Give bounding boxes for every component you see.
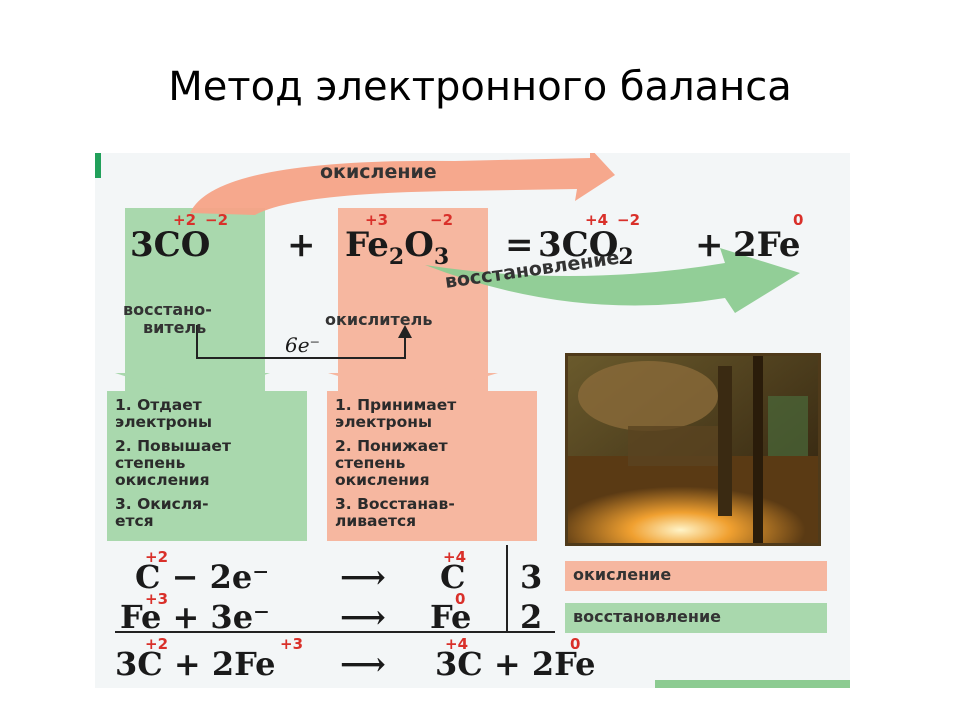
oxidation-tag: окисление — [565, 561, 827, 591]
ox-state-fe2: 0 — [793, 211, 804, 229]
plus-sign-1: + — [287, 225, 316, 265]
electrons-label: 6e⁻ — [285, 333, 321, 357]
half2-arrow-icon: ⟶ — [340, 598, 386, 636]
sum-ox-c2: +4 — [445, 635, 469, 653]
oxidizer-prop-3: 3. Восстанав-ливается — [335, 495, 455, 530]
formula-2fe: 2Fe — [733, 225, 801, 265]
reducer-column — [125, 208, 265, 398]
formula-fe2o3: Fe2O3 — [345, 225, 449, 270]
half2-ox-right: 0 — [455, 590, 466, 608]
sum-right: 3C + 2Fe — [435, 645, 596, 683]
half1-ox-right: +4 — [443, 548, 467, 566]
formula-3co: 3CO — [130, 225, 211, 265]
reducer-label-line2: витель — [143, 318, 207, 337]
reduction-tag: восстановление — [565, 603, 827, 633]
diagram-poster: окисление восстановление +2 −2 +3 −2 +4 … — [95, 153, 850, 688]
reducer-down-arrow-icon — [115, 373, 270, 398]
sum-ox-fe: +3 — [280, 635, 304, 653]
half2-left: Fe + 3e⁻ — [120, 598, 270, 636]
reducer-label-line1: восстано- — [123, 300, 212, 319]
reducer-prop-3: 3. Окисля-ется — [115, 495, 209, 530]
arrows-layer — [115, 153, 800, 633]
oxidizer-label: окислитель — [325, 310, 433, 329]
sum-ox-fe2: 0 — [570, 635, 581, 653]
electron-transfer-line — [196, 325, 406, 359]
oxidation-arrow-icon — [190, 153, 615, 215]
half1-ox-left: +2 — [145, 548, 169, 566]
edge-strip — [95, 153, 101, 178]
ox-state-c2: +4 — [585, 211, 609, 229]
half1-right: C — [440, 558, 466, 596]
oxidizer-down-arrow-icon — [328, 373, 498, 398]
ox-state-o2: −2 — [430, 211, 454, 229]
co2-sub: 2 — [618, 243, 634, 270]
fe2o3-sub3: 3 — [433, 243, 450, 270]
equals-sign: = — [505, 225, 534, 265]
oxidation-arrow-label: окисление — [320, 161, 437, 183]
ox-state-o1: −2 — [205, 211, 229, 229]
half1-left: C − 2e⁻ — [135, 558, 270, 596]
ox-state-c1: +2 — [173, 211, 197, 229]
half1-arrow-icon: ⟶ — [340, 558, 386, 596]
page-title: Метод электронного баланса — [168, 64, 792, 110]
electron-arrow-icon — [398, 325, 412, 338]
half2-right: Fe — [430, 598, 472, 636]
plus-sign-2: + — [695, 225, 724, 265]
ox-state-fe: +3 — [365, 211, 389, 229]
oxidizer-column — [338, 208, 488, 398]
fe2o3-o: O — [404, 225, 434, 265]
furnace-photo — [565, 353, 821, 546]
half2-coefficient: 2 — [520, 598, 543, 636]
fe2o3-fe: Fe — [345, 225, 389, 265]
half1-coefficient: 3 — [520, 558, 543, 596]
formula-3co2: 3CO2 — [538, 225, 634, 270]
fe2o3-sub2: 2 — [388, 243, 405, 270]
reduction-arrow-icon — [425, 248, 800, 313]
sum-left: 3C + 2Fe — [115, 645, 276, 683]
half2-ox-left: +3 — [145, 590, 169, 608]
furnace-photo-image — [568, 356, 818, 543]
sum-arrow-icon: ⟶ — [340, 645, 386, 683]
ox-state-o3: −2 — [617, 211, 641, 229]
footer-strip — [655, 680, 850, 688]
sum-ox-c: +2 — [145, 635, 169, 653]
co2-main: 3CO — [538, 225, 619, 265]
